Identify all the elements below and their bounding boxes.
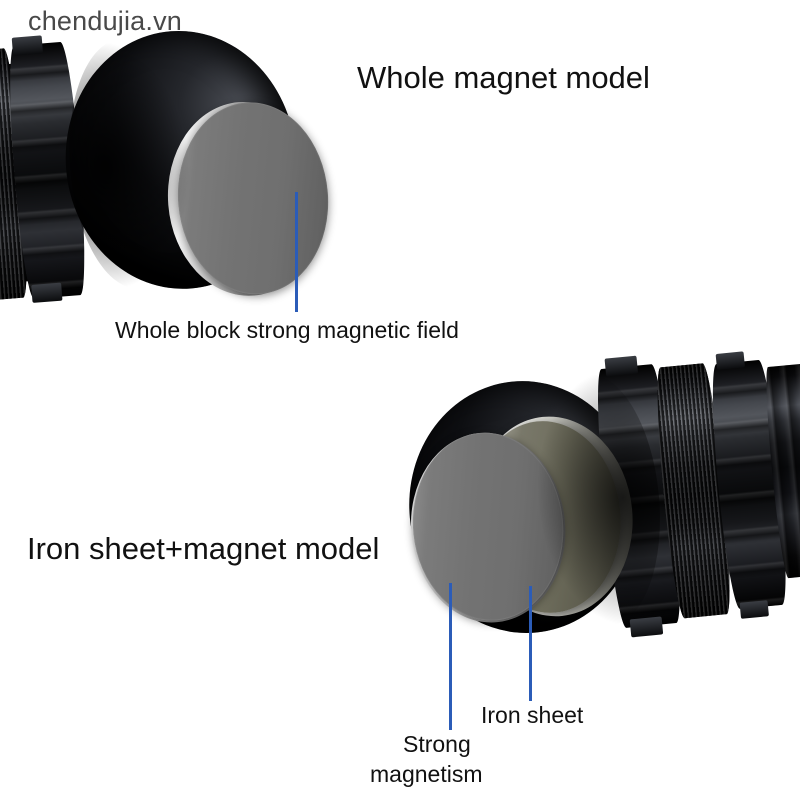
leader-line-iron-sheet — [529, 586, 532, 701]
callout-strong-magnetism-line2: magnetism — [370, 761, 483, 787]
collar-teeth-rear — [704, 278, 800, 619]
flashlight-assembly-whole-magnet — [0, 10, 381, 346]
callout-whole-block-strong-magnetic-field: Whole block strong magnetic field — [115, 317, 459, 343]
leader-line-strong-magnetism — [449, 583, 452, 730]
watermark-text: chendujia.vn — [28, 6, 183, 36]
leader-line-whole-magnetic-field — [295, 192, 298, 312]
collar-teeth-front — [590, 289, 800, 638]
flashlight-assembly-iron-sheet-magnet — [376, 309, 800, 669]
section-title-iron-sheet-magnet: Iron sheet+magnet model — [27, 531, 380, 566]
section-title-whole-magnet: Whole magnet model — [357, 60, 650, 95]
callout-iron-sheet: Iron sheet — [481, 702, 584, 728]
callout-strong-magnetism-line1: Strong — [403, 731, 471, 757]
